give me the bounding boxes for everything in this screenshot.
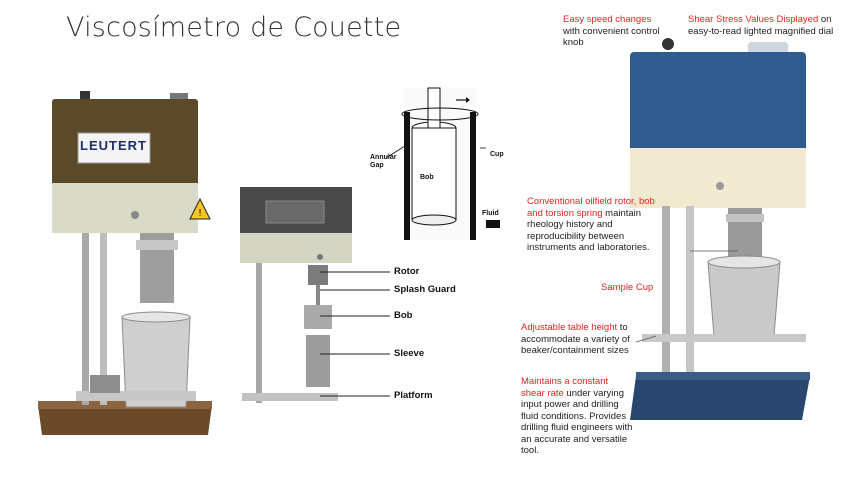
diagram-label-fluid: Fluid	[482, 210, 499, 217]
part-label-bob: Bob	[394, 310, 413, 321]
diagram-label-bob: Bob	[420, 174, 434, 181]
feature-table-highlight: Adjustable table height	[521, 322, 618, 333]
feature-speed-note: Easy speed changes with convenient contr…	[563, 14, 675, 49]
feature-shear-note: Shear Stress Values Displayed on easy-to…	[688, 14, 836, 37]
feature-rotor-highlight: Conventional oilfield rotor, bob and tor…	[527, 196, 655, 219]
blue-viscometer-image	[630, 38, 810, 420]
part-label-rotor: Rotor	[394, 266, 420, 277]
svg-text:!: !	[199, 208, 202, 219]
feature-speed-text: with convenient control knob	[563, 25, 660, 49]
feature-shear-rate-text: under varying input power and drilling f…	[521, 387, 633, 457]
leutert-brand-label: LEUTERT	[80, 138, 147, 153]
feature-shear-text: on easy-to-read lighted magnified dial	[688, 14, 834, 37]
leutert-viscometer-image: !	[38, 91, 212, 435]
feature-speed-highlight: Easy speed changes	[563, 14, 652, 25]
slide-title: Viscosímetro de Couette	[66, 12, 402, 43]
table-pointer-line	[635, 335, 657, 343]
part-label-splash-guard: Splash Guard	[394, 284, 456, 295]
feature-table-text: to accommodate a variety of beaker/conta…	[521, 322, 630, 356]
parts-pointer-lines	[320, 271, 390, 397]
part-label-sleeve: Sleeve	[394, 348, 425, 359]
part-label-platform: Platform	[394, 390, 433, 401]
rotor-pointer-line	[690, 250, 738, 252]
feature-shear-rate-note: Maintains a constant shear rate under va…	[521, 376, 633, 457]
feature-rotor-note: Conventional oilfield rotor, bob and tor…	[527, 196, 655, 254]
feature-rotor-text: maintain rheology history and reproducib…	[527, 207, 650, 254]
diagram-label-cup: Cup	[490, 151, 504, 158]
feature-shear-highlight: Shear Stress Values Displayed	[688, 14, 819, 25]
exploded-parts-image	[240, 187, 352, 403]
feature-shear-rate-highlight: Maintains a constant shear rate	[521, 376, 609, 399]
diagram-label-annular-gap: Annular Gap	[370, 154, 397, 169]
feature-sample-cup-label: Sample Cup	[601, 282, 654, 293]
couette-schematic-diagram	[385, 87, 500, 240]
feature-table-note: Adjustable table height to accommodate a…	[521, 322, 639, 357]
